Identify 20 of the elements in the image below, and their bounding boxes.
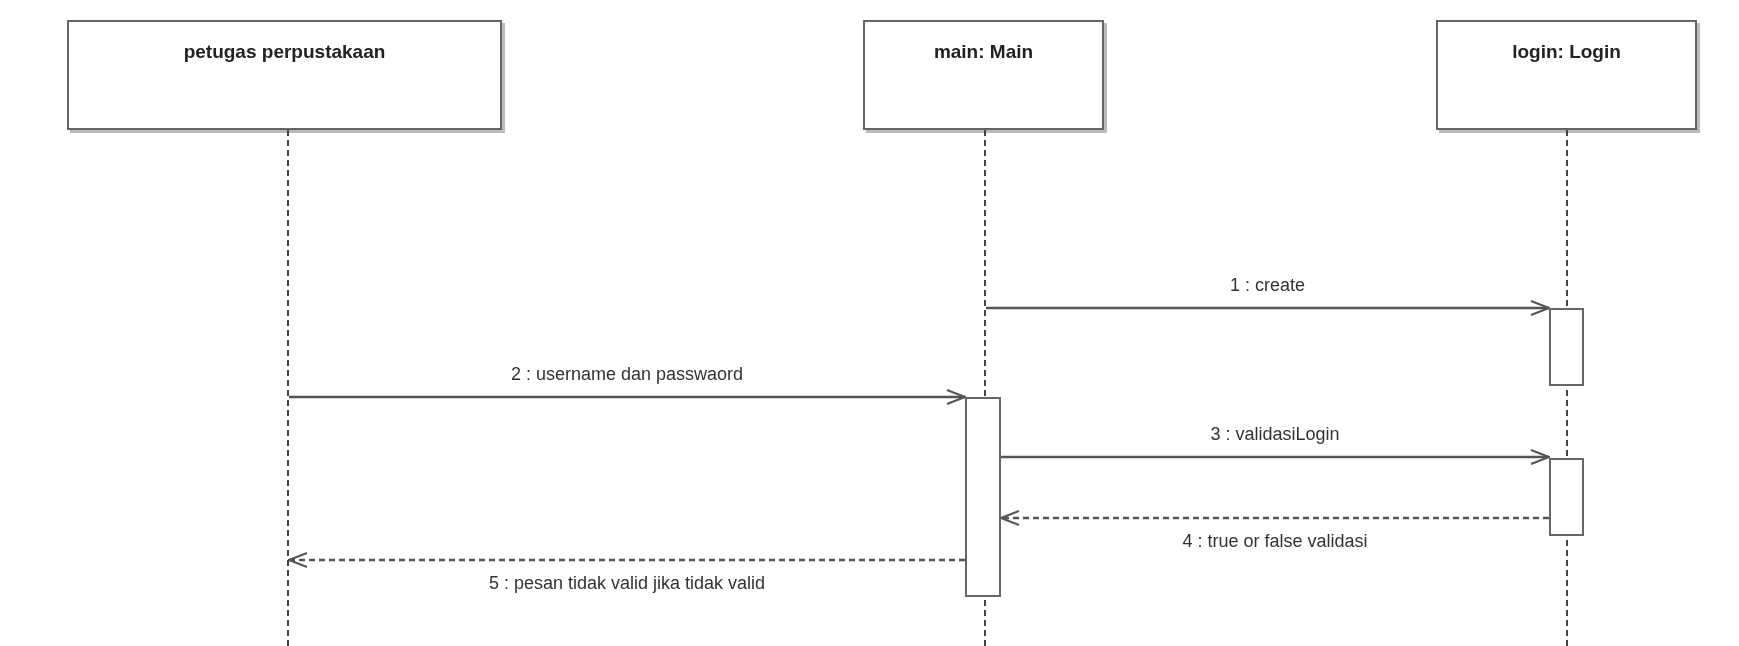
activation-bar bbox=[1549, 308, 1584, 386]
message-label: 3 : validasiLogin bbox=[1210, 425, 1340, 443]
message-label: 5 : pesan tidak valid jika tidak valid bbox=[488, 574, 766, 592]
activation-bar bbox=[1549, 458, 1584, 536]
object-box bbox=[863, 20, 1104, 130]
object-box bbox=[67, 20, 502, 130]
dashed-return-arrow bbox=[288, 552, 965, 568]
message-arrow bbox=[986, 300, 1550, 316]
object-name: login: Login bbox=[1512, 40, 1621, 64]
dashed-return-arrow bbox=[1000, 510, 1549, 526]
message-label: 1 : create bbox=[1230, 276, 1305, 294]
lifeline bbox=[287, 130, 289, 646]
message-label: 4 : true or false validasi bbox=[1182, 532, 1368, 550]
object-box bbox=[1436, 20, 1697, 130]
message-label: 2 : username dan passwaord bbox=[510, 365, 744, 383]
object-name: petugas perpustakaan bbox=[183, 40, 386, 64]
message-arrow bbox=[289, 389, 966, 405]
activation-bar bbox=[965, 397, 1001, 597]
message-arrow bbox=[1001, 449, 1550, 465]
object-name: main: Main bbox=[933, 40, 1034, 64]
